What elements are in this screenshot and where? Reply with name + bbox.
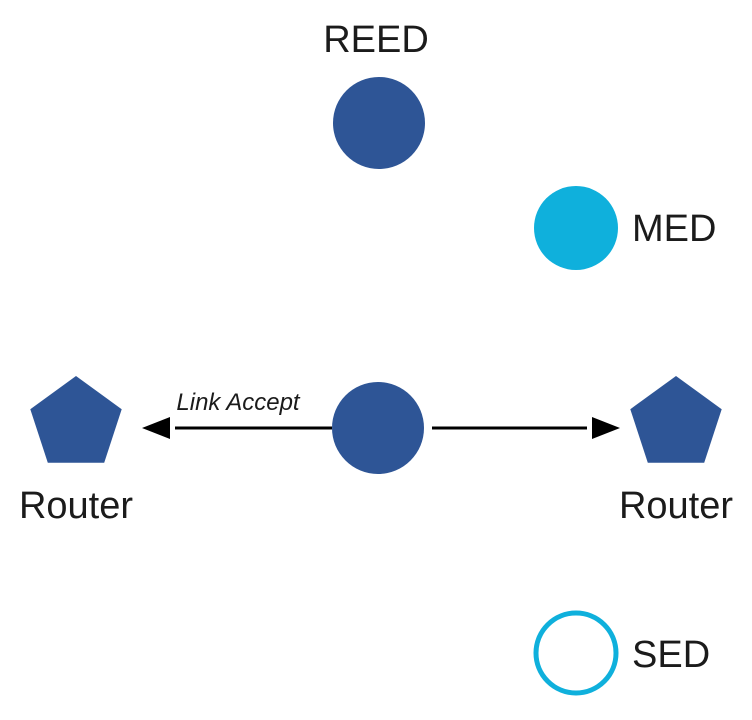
node-label-med: MED [632, 208, 717, 250]
node-router-left-pentagon[interactable] [30, 376, 122, 463]
node-label-reed: REED [323, 19, 429, 61]
edge-leader-router-right-arrow [432, 417, 620, 439]
node-med-circle[interactable] [534, 186, 618, 270]
edge-leader-router-right-arrowhead [592, 417, 620, 439]
node-label-router-left: Router [18, 485, 134, 527]
node-label-sed: SED [632, 634, 711, 676]
node-label-router-right: Router [618, 485, 734, 527]
node-router-right-pentagon[interactable] [630, 376, 722, 463]
node-leader-circle[interactable] [332, 382, 424, 474]
edge-label-link-accept: Link Accept [176, 389, 300, 416]
node-reed-circle[interactable] [333, 77, 425, 169]
node-sed-circle[interactable] [533, 610, 619, 696]
edge-link-accept-arrow [142, 417, 332, 439]
edge-link-accept-arrowhead [142, 417, 170, 439]
